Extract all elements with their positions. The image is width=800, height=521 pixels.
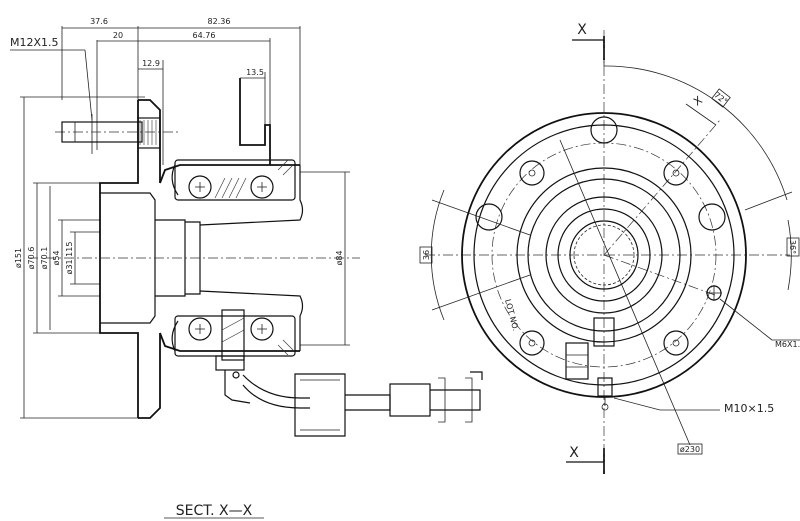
large-holes [475,116,726,231]
d230-callout: ø230 [559,139,703,455]
dim-36-left: 36 [422,250,431,260]
angle-36-right: 36° [744,191,800,291]
front-abs-sensor: M10×1.5 [565,317,774,415]
bearing-top [171,159,296,201]
wheel-stud [61,117,161,149]
section-marker-top: X [577,22,587,38]
dim-d54: ø54 [52,250,61,265]
angle-72-dimension: 72° X [603,60,788,201]
dim-37-6: 37.6 [90,17,108,26]
thread-m10-label: M10×1.5 [724,402,774,415]
dim-d70-1: ø70.1 [40,247,49,270]
dim-82-36: 82.36 [208,17,231,26]
left-dimensions: ø151 ø70.6 ø70.1 ø54 ø31.115 [14,96,145,419]
section-view: 37.6 82.36 20 64.76 12.9 13.5 M12X1.5 [10,17,483,519]
spline-bore [569,220,639,290]
section-marker-bottom: X [569,445,579,461]
thread-m12-label: M12X1.5 [10,36,59,49]
hub-marking: LOT NO. [503,298,520,332]
dim-36-right: 36° [788,240,797,254]
bearing-bottom [171,309,296,361]
dim-d230: ø230 [680,445,700,454]
dim-20: 20 [113,31,123,40]
stud-thread-callout: M12X1.5 [10,36,93,154]
section-markers: X X [566,22,605,474]
dim-angle-72: 72° [712,90,729,106]
angle-36-left: 36 [419,189,531,321]
flange-outer-circle [461,112,747,398]
dim-12-9: 12.9 [142,59,160,68]
dim-d151: ø151 [14,248,23,268]
front-view: X X [419,22,800,474]
dim-64-76: 64.76 [193,31,216,40]
spline-teeth [573,224,635,286]
hub-body [28,78,360,419]
m6-hole: M6X1.0 [706,285,800,349]
right-dimension-d84: ø84 [300,171,350,346]
section-title: SECT. X—X [176,503,253,519]
section-marker-angled: X [691,93,705,108]
dim-13-5: 13.5 [246,68,264,77]
thread-m6-label: M6X1.0 [775,340,800,349]
abs-sensor-cable [215,355,483,437]
top-dimensions: 37.6 82.36 20 64.76 12.9 13.5 [61,17,301,175]
stud-holes [519,160,689,356]
